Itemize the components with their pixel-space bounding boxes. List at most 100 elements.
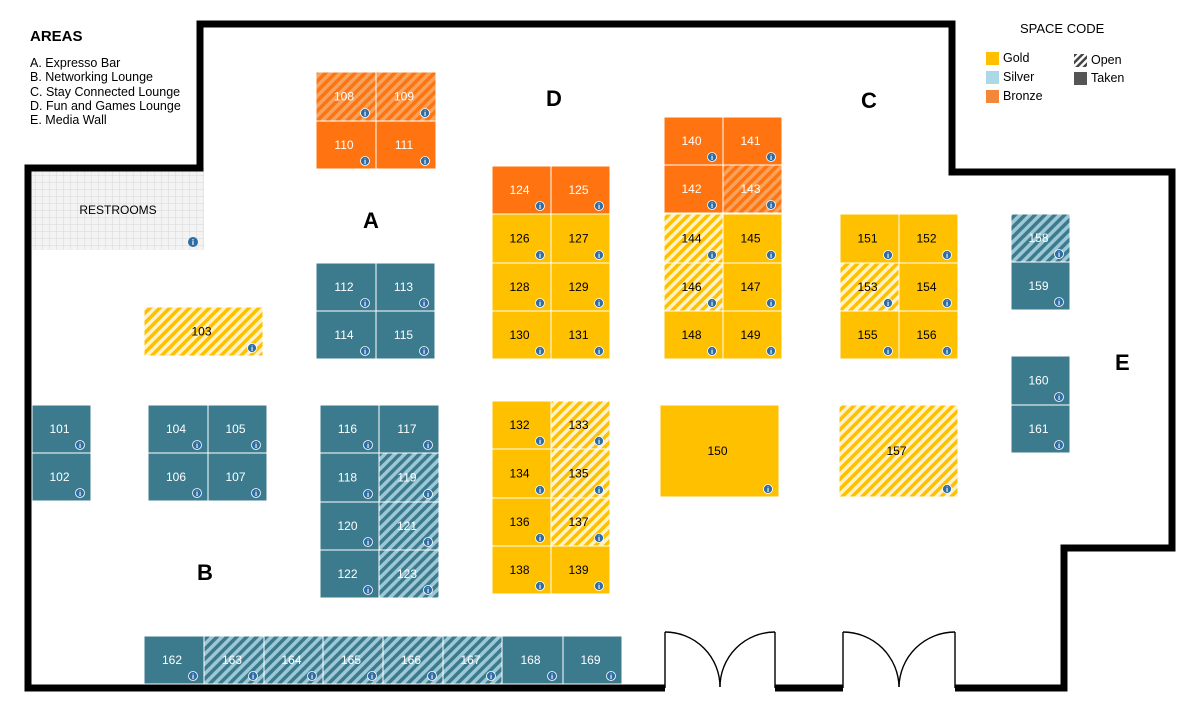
- info-icon[interactable]: i: [535, 346, 545, 357]
- info-icon[interactable]: i: [427, 671, 437, 682]
- info-icon[interactable]: i: [594, 485, 604, 496]
- info-icon[interactable]: i: [942, 250, 952, 261]
- booth-shape[interactable]: [663, 310, 724, 360]
- booth-shape[interactable]: [839, 310, 900, 360]
- info-icon[interactable]: i: [535, 201, 545, 212]
- info-icon[interactable]: i: [883, 346, 893, 357]
- info-icon[interactable]: i: [423, 489, 433, 500]
- info-icon[interactable]: i: [535, 533, 545, 544]
- info-icon[interactable]: i: [419, 346, 429, 357]
- info-icon[interactable]: i: [535, 581, 545, 592]
- info-icon[interactable]: i: [535, 485, 545, 496]
- info-icon[interactable]: i: [942, 484, 952, 495]
- info-icon[interactable]: i: [942, 298, 952, 309]
- info-icon[interactable]: i: [420, 156, 430, 167]
- info-icon[interactable]: i: [594, 533, 604, 544]
- restrooms[interactable]: RESTROOMS i: [32, 168, 204, 250]
- info-icon[interactable]: i: [360, 156, 370, 167]
- info-icon[interactable]: i: [883, 298, 893, 309]
- info-icon[interactable]: i: [251, 440, 261, 451]
- info-icon[interactable]: i: [535, 298, 545, 309]
- info-icon[interactable]: i: [419, 298, 429, 309]
- info-icon[interactable]: i: [192, 440, 202, 451]
- info-icon[interactable]: i: [75, 488, 85, 499]
- booth-shape[interactable]: [562, 635, 623, 685]
- info-icon[interactable]: i: [307, 671, 317, 682]
- info-icon[interactable]: i: [423, 537, 433, 548]
- info-icon[interactable]: i: [707, 200, 717, 211]
- info-icon[interactable]: i: [547, 671, 557, 682]
- info-icon[interactable]: i: [247, 343, 257, 354]
- info-icon[interactable]: i: [535, 436, 545, 447]
- info-icon[interactable]: i: [594, 298, 604, 309]
- info-icon[interactable]: i: [883, 250, 893, 261]
- info-icon[interactable]: i: [363, 537, 373, 548]
- info-icon[interactable]: i: [766, 346, 776, 357]
- info-icon[interactable]: i: [942, 346, 952, 357]
- info-icon[interactable]: i: [535, 250, 545, 261]
- info-icon[interactable]: i: [594, 581, 604, 592]
- info-icon[interactable]: i: [188, 671, 198, 682]
- info-icon[interactable]: i: [486, 671, 496, 682]
- info-icon[interactable]: i: [766, 200, 776, 211]
- info-icon[interactable]: i: [766, 152, 776, 163]
- info-icon[interactable]: i: [1054, 440, 1064, 451]
- info-icon[interactable]: i: [363, 440, 373, 451]
- info-icon[interactable]: i: [251, 488, 261, 499]
- booth-shape[interactable]: [143, 306, 264, 357]
- info-icon[interactable]: i: [707, 298, 717, 309]
- info-icon[interactable]: i: [367, 671, 377, 682]
- booth-shape[interactable]: [722, 213, 783, 264]
- booth-shape[interactable]: [838, 404, 959, 498]
- info-icon[interactable]: i: [363, 585, 373, 596]
